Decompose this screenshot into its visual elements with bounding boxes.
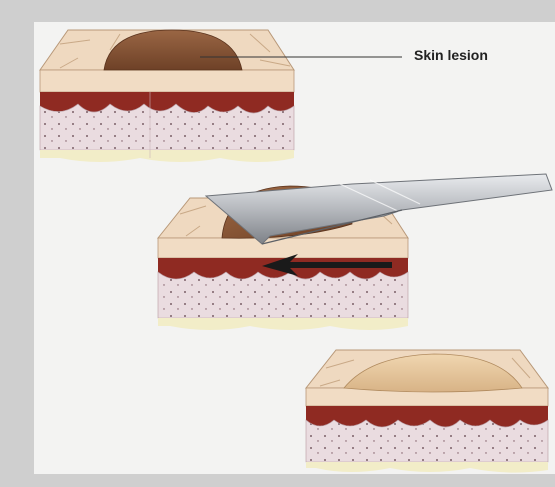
skin-lesion-label: Skin lesion — [414, 47, 488, 63]
stage-3-skin-block — [306, 350, 548, 473]
stage-1-skin-block — [40, 30, 402, 162]
stage-2-skin-block — [158, 174, 552, 330]
